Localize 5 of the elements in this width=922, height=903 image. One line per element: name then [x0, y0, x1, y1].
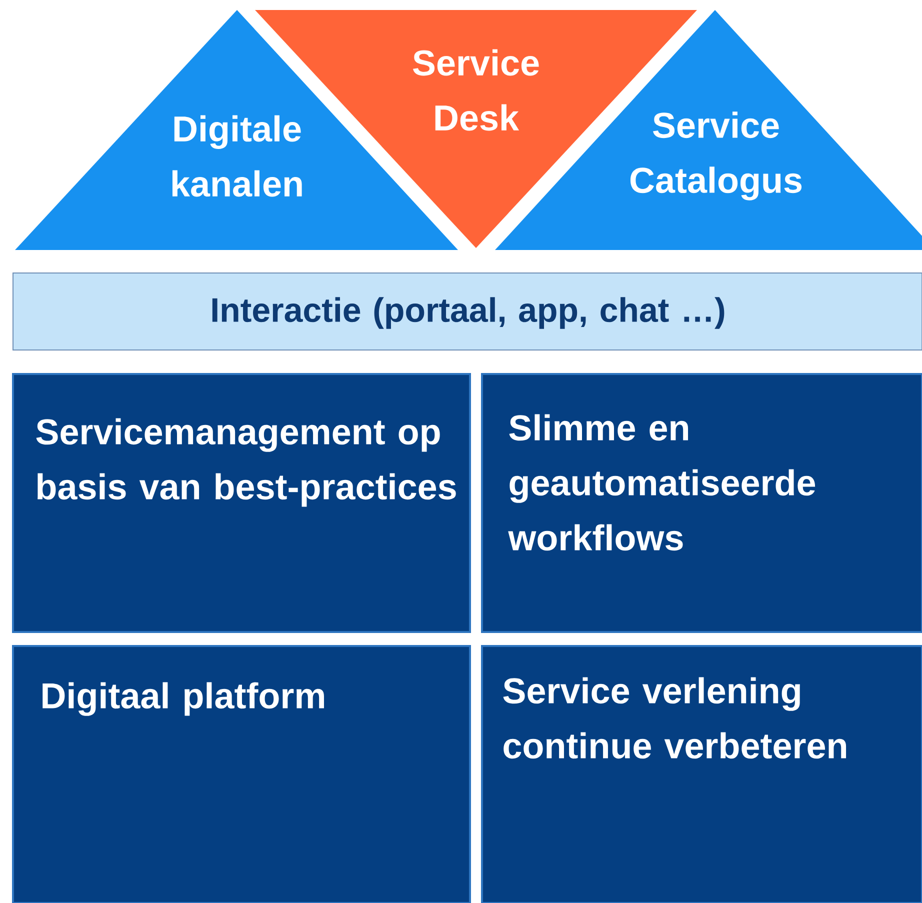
- tile: Servicemanagement op basis van best-practices: [12, 373, 471, 633]
- banner: Interactie (portaal, app, chat …): [12, 272, 922, 350]
- tile: Slimme en geautomatiseerde workflows: [481, 373, 922, 633]
- tile: Service verlening continue verbeteren: [481, 645, 922, 903]
- tile: Digitaal platform: [12, 645, 471, 903]
